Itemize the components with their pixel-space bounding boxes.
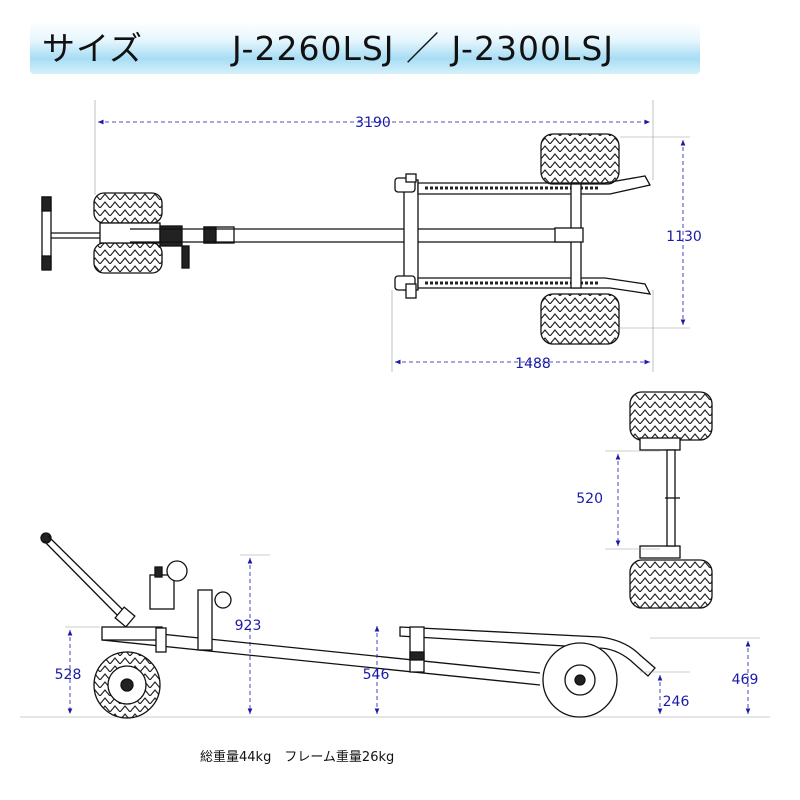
weight-note: 総重量44kg フレーム重量26kg bbox=[200, 750, 395, 765]
model-numbers: J-2260LSJ ／ J-2300LSJ bbox=[232, 29, 615, 68]
label-axle-spacing: 520 bbox=[576, 491, 603, 507]
title-label: サイズ bbox=[42, 29, 144, 68]
winch bbox=[159, 225, 183, 247]
side-view bbox=[20, 532, 770, 719]
front-wheel-top bbox=[93, 192, 163, 224]
winch-side bbox=[149, 574, 175, 610]
label-front-height: 528 bbox=[55, 667, 82, 683]
front-view-wheel-bottom bbox=[629, 559, 713, 609]
label-mid-height: 546 bbox=[363, 667, 390, 683]
rear-wheel-bottom bbox=[540, 293, 620, 345]
label-roller-height: 246 bbox=[663, 694, 690, 710]
title-banner bbox=[30, 22, 700, 74]
front-wheel-bottom bbox=[93, 242, 163, 274]
label-overall-length: 3190 bbox=[355, 115, 391, 131]
label-width: 1130 bbox=[666, 229, 702, 245]
label-rear-frame-length: 1488 bbox=[515, 356, 551, 372]
rear-wheel-top bbox=[540, 133, 620, 185]
front-view-wheel-top bbox=[629, 391, 713, 441]
label-winch-height: 923 bbox=[235, 618, 262, 634]
front-view bbox=[605, 391, 713, 609]
top-view bbox=[41, 100, 690, 372]
label-rear-height: 469 bbox=[732, 672, 759, 688]
